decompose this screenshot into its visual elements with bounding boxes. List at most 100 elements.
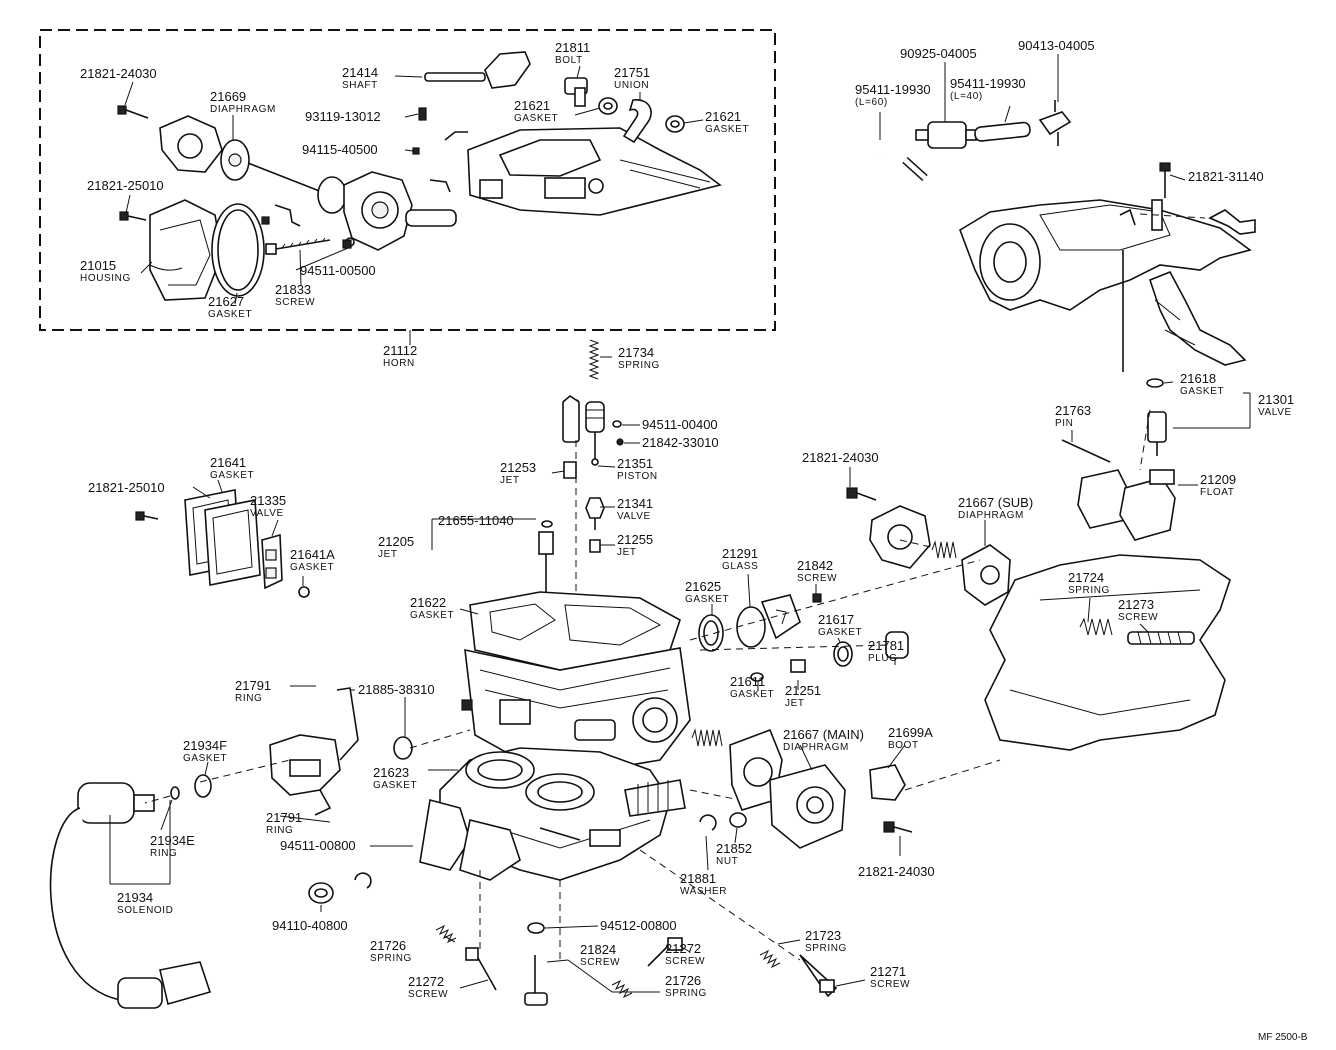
part-number: 21751	[614, 65, 650, 80]
part-number: 21934	[117, 890, 153, 905]
part-name: BOLT	[555, 55, 583, 66]
part-name: VALVE	[1258, 407, 1292, 418]
part-number: 21414	[342, 65, 378, 80]
part-number: 95411-19930	[855, 82, 931, 97]
diaphragm-icon	[220, 139, 323, 193]
part-number: 21641	[210, 455, 246, 470]
screw-icon	[265, 237, 331, 255]
part-number: 21272	[408, 974, 444, 989]
part-name: RING	[150, 848, 177, 859]
callout-l30: 21655-11040	[438, 513, 514, 528]
part-number: 21821-31140	[1188, 169, 1264, 184]
part-number: 94110-40800	[272, 918, 348, 933]
part-number: 90925-04005	[900, 46, 977, 61]
bracket-icon	[261, 204, 301, 227]
part-number: 21621	[705, 109, 741, 124]
part-number: 21852	[716, 841, 752, 856]
part-name: SPRING	[805, 943, 847, 954]
part-number: 21251	[785, 683, 821, 698]
part-number: 21791	[266, 810, 302, 825]
part-number: 21821-25010	[88, 480, 165, 495]
part-name: (L=40)	[950, 91, 983, 102]
part-name: GASKET	[685, 594, 729, 605]
part-name: RING	[235, 693, 262, 704]
part-number: 21335	[250, 493, 286, 508]
part-name: RING	[266, 825, 293, 836]
part-number: 21209	[1200, 472, 1236, 487]
pump-body-icon	[317, 171, 457, 251]
part-name: VALVE	[617, 511, 651, 522]
part-name: GASKET	[514, 113, 558, 124]
part-number: 21842-33010	[642, 435, 719, 450]
part-number: 21723	[805, 928, 841, 943]
leader-lines	[109, 54, 1251, 993]
shaft-icon	[424, 51, 531, 89]
part-number: 21271	[870, 964, 906, 979]
part-name: SCREW	[408, 989, 448, 1000]
drawing-code: MF 2500-B	[1258, 1032, 1308, 1043]
part-number: 21763	[1055, 403, 1091, 418]
diaphragm-cover-icon	[159, 115, 223, 173]
part-number: 21618	[1180, 371, 1216, 386]
part-number: 21611	[730, 674, 765, 689]
gasket-ring-icon	[211, 203, 265, 297]
linkage-icon	[342, 107, 468, 249]
part-number: 21726	[370, 938, 406, 953]
part-name: SPRING	[665, 988, 707, 999]
assembly-lines	[144, 409, 1151, 961]
piston-column-illustration	[538, 339, 624, 640]
callout-l09: 94115-40500	[302, 142, 378, 157]
banjo-bolt-icon	[564, 77, 588, 107]
part-name: FLOAT	[1200, 487, 1234, 498]
part-number: 21842	[797, 558, 833, 573]
hose-assembly-illustration	[865, 100, 1072, 181]
part-name: HORN	[383, 358, 415, 369]
callout-l12: 94511-00500	[300, 263, 376, 278]
part-number: 21881	[680, 871, 716, 886]
part-name: HOUSING	[80, 273, 131, 284]
part-name: JET	[378, 549, 398, 560]
part-number: 21015	[80, 258, 116, 273]
callout-l19: 95411-19930(L=40)	[950, 76, 1026, 102]
part-name: SPRING	[370, 953, 412, 964]
part-number: 21351	[617, 456, 653, 471]
callout-l08: 93119-13012	[305, 109, 381, 124]
part-number: 21273	[1118, 597, 1154, 612]
callout-l27: 21821-25010	[88, 480, 165, 495]
part-number: 21824	[580, 942, 616, 957]
callout-l40: 21667 (SUB)DIAPHRAGM	[958, 495, 1033, 521]
callout-l49: 21885-38310	[358, 682, 435, 697]
part-number: 21253	[500, 460, 536, 475]
callout-l20: 21821-31140	[1188, 169, 1264, 184]
callout-l54: 21667 (MAIN)DIAPHRAGM	[783, 727, 864, 753]
bolt-icon	[117, 105, 149, 119]
part-name: GASKET	[730, 689, 774, 700]
callout-l17: 90413-04005	[1018, 38, 1095, 53]
part-name: SCREW	[870, 979, 910, 990]
part-number: 95411-19930	[950, 76, 1026, 91]
part-name: SCREW	[1118, 612, 1158, 623]
